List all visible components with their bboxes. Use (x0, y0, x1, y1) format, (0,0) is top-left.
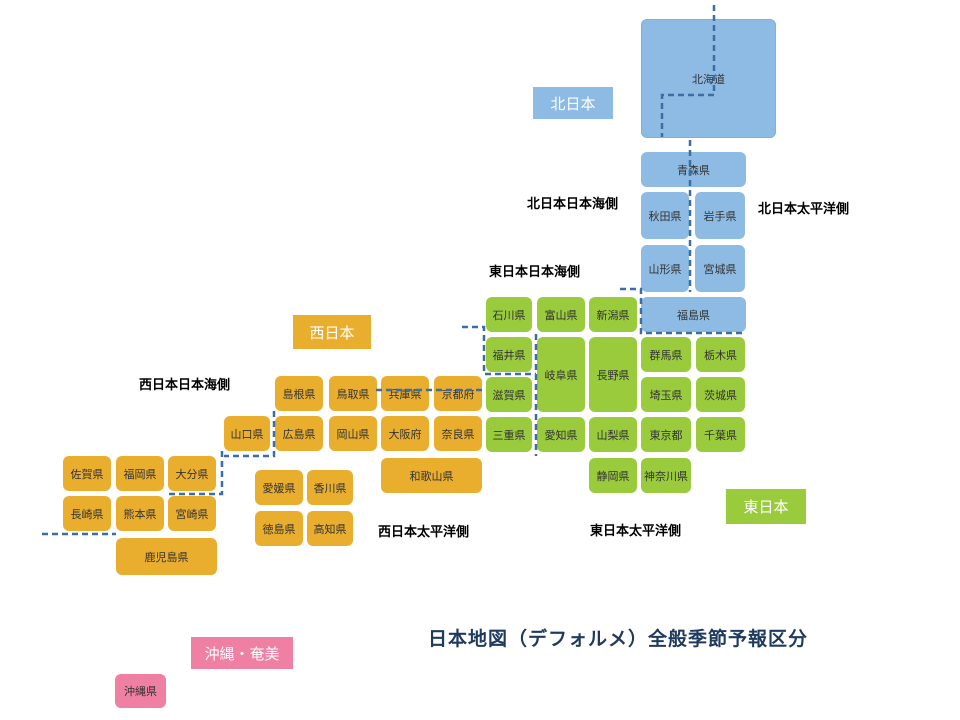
pref-tochigi[interactable]: 栃木県 (696, 337, 745, 372)
pref-yamanashi[interactable]: 山梨県 (589, 417, 637, 452)
pref-hiroshima[interactable]: 広島県 (275, 416, 323, 451)
label-west-pacific: 西日本太平洋側 (378, 525, 470, 540)
pref-kochi[interactable]: 高知県 (307, 511, 353, 546)
pref-nagasaki[interactable]: 長崎県 (63, 496, 111, 531)
pref-kyoto[interactable]: 京都府 (434, 376, 482, 411)
pref-shiga[interactable]: 滋賀県 (486, 377, 532, 412)
pref-shizuoka[interactable]: 静岡県 (589, 458, 637, 493)
pref-shimane[interactable]: 島根県 (275, 376, 323, 411)
pref-fukushima[interactable]: 福島県 (641, 297, 746, 332)
region-label-west: 西日本 (293, 315, 371, 349)
pref-yamaguchi[interactable]: 山口県 (224, 416, 270, 451)
pref-nara[interactable]: 奈良県 (434, 416, 482, 451)
pref-miyagi[interactable]: 宮城県 (695, 245, 745, 292)
pref-osaka[interactable]: 大阪府 (381, 416, 429, 451)
pref-mie[interactable]: 三重県 (486, 417, 532, 452)
pref-toyama[interactable]: 富山県 (537, 297, 585, 332)
pref-wakayama[interactable]: 和歌山県 (381, 458, 482, 493)
pref-kumamoto[interactable]: 熊本県 (116, 496, 164, 531)
pref-tokushima[interactable]: 徳島県 (255, 511, 303, 546)
pref-nagano[interactable]: 長野県 (589, 337, 637, 412)
pref-yamagata[interactable]: 山形県 (641, 245, 689, 292)
label-north-pacific: 北日本太平洋側 (758, 202, 850, 217)
pref-kanagawa[interactable]: 神奈川県 (641, 458, 691, 493)
pref-aichi[interactable]: 愛知県 (537, 417, 585, 452)
region-label-north: 北日本 (533, 87, 613, 119)
pref-akita[interactable]: 秋田県 (641, 192, 689, 239)
label-east-pacific: 東日本太平洋側 (590, 524, 682, 539)
pref-tottori[interactable]: 鳥取県 (329, 376, 377, 411)
pref-niigata[interactable]: 新潟県 (589, 297, 637, 332)
pref-iwate[interactable]: 岩手県 (695, 192, 745, 239)
pref-saitama[interactable]: 埼玉県 (641, 377, 691, 412)
pref-gifu[interactable]: 岐阜県 (537, 337, 585, 412)
region-label-east: 東日本 (726, 489, 806, 524)
map-title: 日本地図（デフォルメ）全般季節予報区分 (428, 628, 809, 650)
pref-miyazaki[interactable]: 宮崎県 (168, 496, 216, 531)
label-north-sea: 北日本日本海側 (527, 197, 619, 212)
pref-ehime[interactable]: 愛媛県 (255, 470, 303, 505)
pref-ishikawa[interactable]: 石川県 (486, 297, 532, 332)
pref-fukui[interactable]: 福井県 (486, 337, 532, 372)
pref-kagoshima[interactable]: 鹿児島県 (116, 538, 217, 575)
pref-tokyo[interactable]: 東京都 (641, 417, 691, 452)
pref-oita[interactable]: 大分県 (168, 456, 216, 491)
pref-aomori[interactable]: 青森県 (641, 152, 746, 187)
label-west-sea: 西日本日本海側 (139, 378, 231, 393)
pref-okayama[interactable]: 岡山県 (329, 416, 377, 451)
pref-saga[interactable]: 佐賀県 (63, 456, 111, 491)
pref-hyogo[interactable]: 兵庫県 (381, 376, 429, 411)
pref-gunma[interactable]: 群馬県 (641, 337, 691, 372)
pref-hokkaido[interactable]: 北海道 (641, 19, 776, 138)
pref-okinawa[interactable]: 沖縄県 (115, 674, 166, 708)
pref-ibaraki[interactable]: 茨城県 (696, 377, 745, 412)
pref-fukuoka[interactable]: 福岡県 (116, 456, 164, 491)
pref-chiba[interactable]: 千葉県 (696, 417, 745, 452)
pref-kagawa[interactable]: 香川県 (307, 470, 353, 505)
label-east-sea: 東日本日本海側 (489, 265, 581, 280)
region-label-okinawa: 沖縄・奄美 (191, 637, 293, 669)
